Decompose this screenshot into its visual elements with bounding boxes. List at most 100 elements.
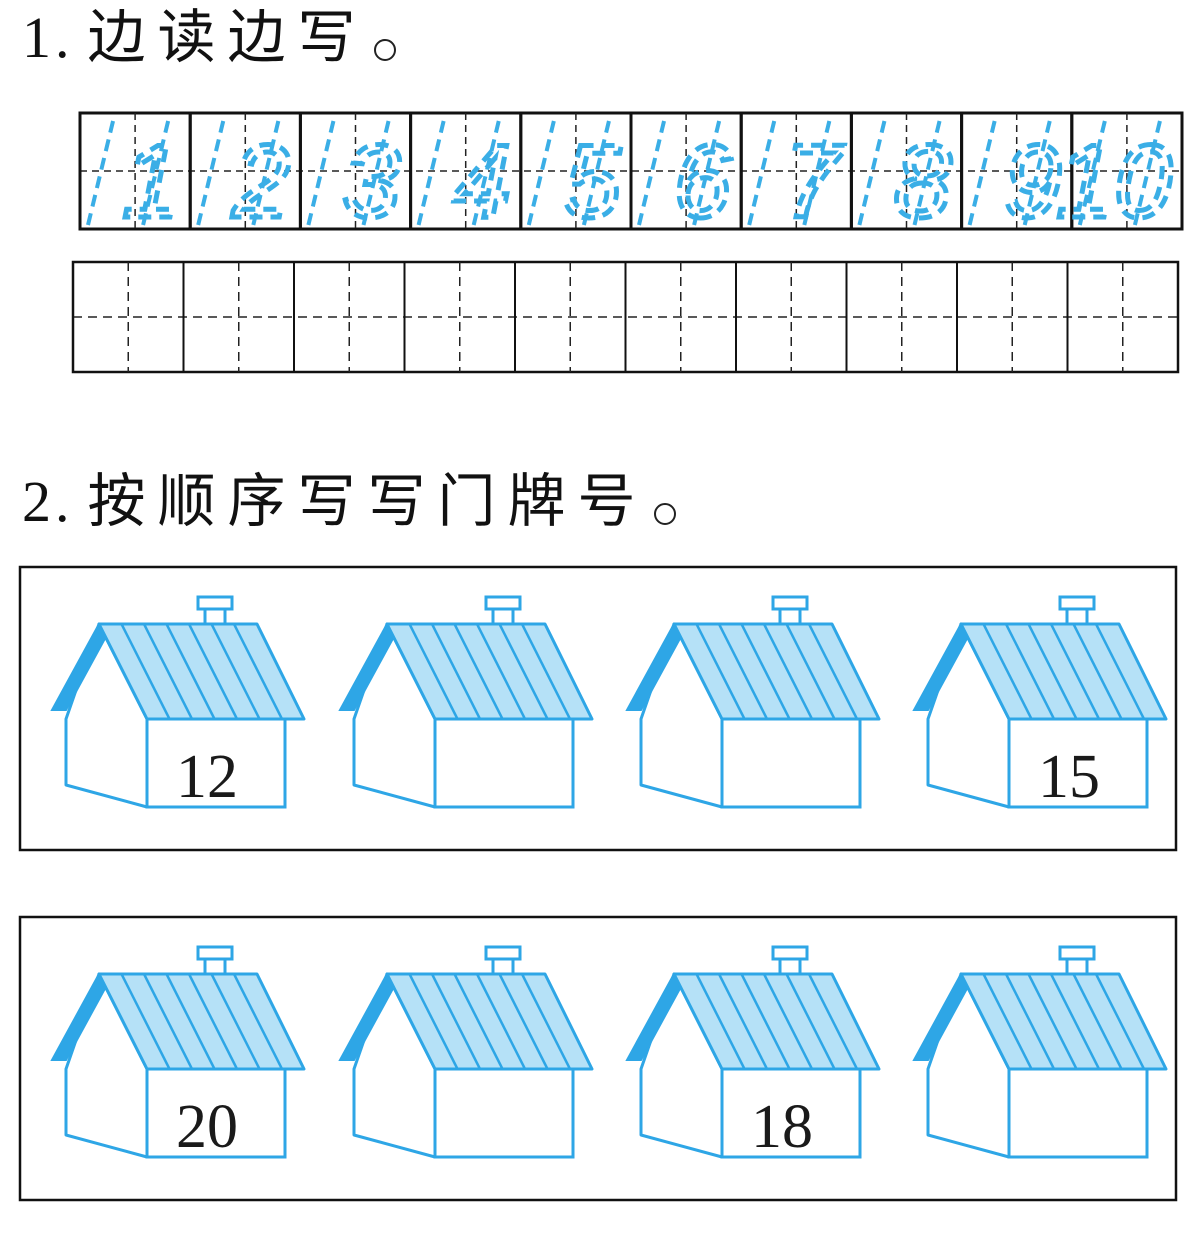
practice-grid[interactable] xyxy=(71,260,1180,374)
chimney xyxy=(484,595,522,611)
roof-stripe xyxy=(430,623,482,720)
trace-cell: 10 xyxy=(1054,111,1184,243)
front-wall xyxy=(720,1067,862,1159)
trace-cell: 6 xyxy=(629,111,743,243)
roof-stripe xyxy=(982,623,1033,720)
roof-stripe xyxy=(785,623,836,720)
roof-stripe xyxy=(982,973,1033,1070)
question-1-title: 边读边写 xyxy=(87,3,368,71)
roof-stripe xyxy=(762,623,814,720)
question-2-title: 按顺序写写门牌号 xyxy=(87,467,648,535)
chimney xyxy=(484,945,522,961)
roof-stripe xyxy=(740,623,791,720)
chimney xyxy=(196,945,234,961)
house-row-panel: 12 15 xyxy=(18,565,1178,852)
roof-stripe xyxy=(210,623,261,720)
trace-cell: 9 xyxy=(960,111,1074,243)
roof xyxy=(672,972,881,1071)
trace-digit: 1 xyxy=(122,124,180,240)
house: 18 xyxy=(625,945,881,1161)
roof-stripe xyxy=(520,623,572,720)
roof-stripe xyxy=(430,973,482,1070)
roof-stripe xyxy=(120,623,171,720)
front-wall xyxy=(433,717,575,809)
roof xyxy=(97,622,306,721)
roof-stripe xyxy=(1072,973,1123,1070)
roof xyxy=(385,622,594,721)
door-number: 18 xyxy=(751,1093,813,1161)
roof-stripe xyxy=(1027,973,1078,1070)
house: 15 xyxy=(912,595,1168,811)
trace-cell: 1 xyxy=(78,111,192,243)
house xyxy=(912,945,1168,1159)
roof-stripe xyxy=(1072,623,1123,720)
door-number: 20 xyxy=(176,1093,238,1161)
trace-cell: 4 xyxy=(409,111,523,243)
roof xyxy=(672,622,881,721)
house: 20 xyxy=(50,945,306,1161)
chimney xyxy=(771,945,809,961)
roof-stripe xyxy=(695,973,746,1070)
house: 12 xyxy=(50,595,306,811)
trace-digit: 2 xyxy=(232,124,291,240)
question-2-number: 2. xyxy=(22,469,74,534)
chimney xyxy=(771,595,809,611)
roof-stripe xyxy=(1094,623,1146,720)
door-number: 12 xyxy=(176,743,238,811)
roof-stripe xyxy=(408,973,459,1070)
roof-stripe xyxy=(717,973,769,1070)
roof-stripe xyxy=(120,973,171,1070)
front-wall xyxy=(720,717,862,809)
trace-digit: 7 xyxy=(784,124,846,240)
period-circle xyxy=(653,503,676,525)
front-wall xyxy=(433,1067,575,1159)
roof-stripe xyxy=(408,623,459,720)
chimney xyxy=(1058,595,1096,611)
roof-stripe xyxy=(1004,973,1056,1070)
roof-stripe xyxy=(165,973,216,1070)
trace-digit: 3 xyxy=(343,124,401,240)
front-wall xyxy=(1007,717,1149,809)
trace-digit: 8 xyxy=(894,124,952,240)
roof xyxy=(959,972,1168,1071)
roof-stripe xyxy=(785,973,836,1070)
roof xyxy=(385,972,594,1071)
trace-digit: 5 xyxy=(563,124,622,240)
house xyxy=(338,945,594,1159)
roof-stripe xyxy=(187,973,239,1070)
roof xyxy=(97,972,306,1071)
panel-border xyxy=(18,565,1178,852)
door-number: 15 xyxy=(1038,743,1100,811)
trace-cell: 8 xyxy=(849,111,964,243)
roof-stripe xyxy=(187,623,239,720)
roof-stripe xyxy=(807,973,859,1070)
roof-stripe xyxy=(717,623,769,720)
roof-stripe xyxy=(453,973,504,1070)
trace-digit: 10 xyxy=(1056,124,1172,240)
roof-stripe xyxy=(1049,973,1101,1070)
trace-digit: 6 xyxy=(673,124,731,240)
roof xyxy=(959,622,1168,721)
roof-stripe xyxy=(142,623,194,720)
roof-stripe xyxy=(695,623,746,720)
trace-cell: 2 xyxy=(188,111,302,243)
trace-digit: 4 xyxy=(453,124,511,240)
roof-stripe xyxy=(475,623,527,720)
roof-stripe xyxy=(165,623,216,720)
roof-stripe xyxy=(498,623,549,720)
roof-stripe xyxy=(453,623,504,720)
question-2-heading: 2.按顺序写写门牌号 xyxy=(22,472,676,531)
trace-cell: 7 xyxy=(739,111,853,243)
trace-digit: 9 xyxy=(1004,124,1062,240)
panel-border xyxy=(18,915,1178,1202)
roof-stripe xyxy=(807,623,859,720)
front-wall xyxy=(1007,1067,1149,1159)
trace-cell: 3 xyxy=(298,111,413,243)
roof-stripe xyxy=(740,973,791,1070)
chimney xyxy=(1058,945,1096,961)
roof-stripe xyxy=(232,973,284,1070)
